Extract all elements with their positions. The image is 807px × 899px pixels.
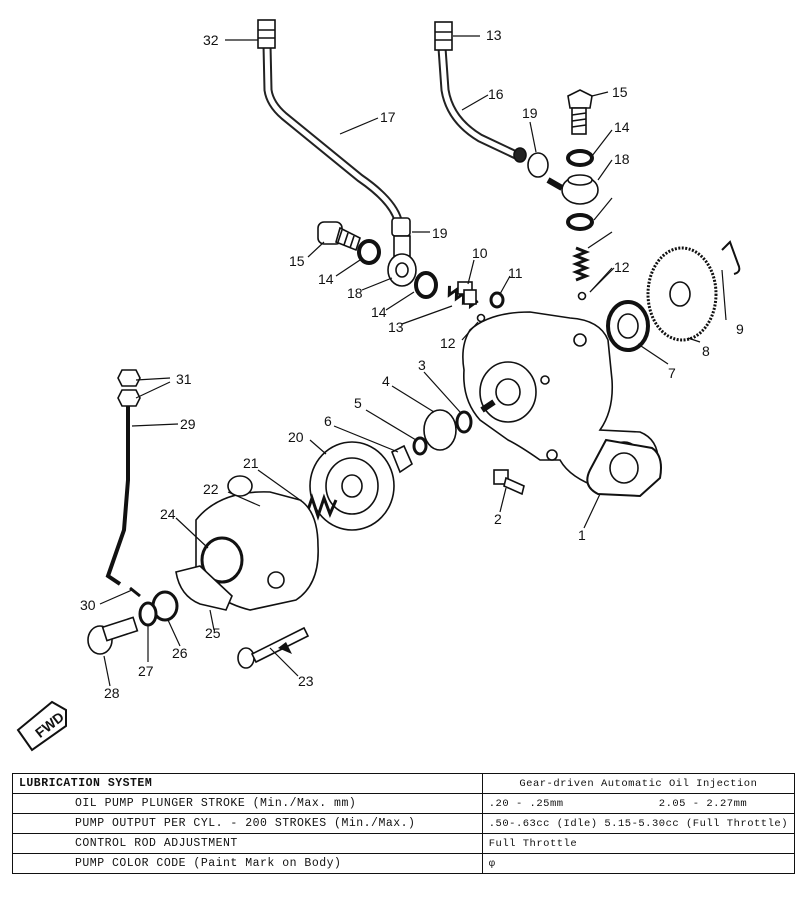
spec-value: Full Throttle xyxy=(481,833,796,854)
banjo-bolt-15-left xyxy=(317,221,361,252)
banjo-fitting-18-right xyxy=(546,174,599,205)
callout: 4 xyxy=(382,373,390,389)
control-rod-29 xyxy=(105,400,130,586)
callout: 21 xyxy=(243,455,259,471)
callout: 15 xyxy=(612,84,628,100)
callout: 14 xyxy=(318,271,334,287)
callout: 19 xyxy=(432,225,448,241)
callout: 10 xyxy=(472,245,488,261)
spec-value: .50-.63cc (Idle) 5.15-5.30cc (Full Throt… xyxy=(481,813,796,834)
banjo-fitting-18-left xyxy=(387,253,417,287)
oil-seal-7 xyxy=(606,300,650,352)
table-row: PUMP OUTPUT PER CYL. - 200 STROKES (Min.… xyxy=(12,813,796,834)
seal-24 xyxy=(200,536,244,584)
callout: 8 xyxy=(702,343,710,359)
clip-19-right xyxy=(527,152,549,178)
screw-23 xyxy=(237,626,310,669)
lubrication-spec-table: LUBRICATION SYSTEM Gear-driven Automatic… xyxy=(12,773,796,874)
washer-14-d xyxy=(566,213,594,231)
pin-9 xyxy=(721,240,741,275)
callout: 15 xyxy=(289,253,305,269)
exploded-parts-diagram: FWD 32 17 19 15 14 18 13 16 19 15 14 18 … xyxy=(16,19,744,752)
callout: 32 xyxy=(203,32,219,48)
adjust-pulley-20 xyxy=(309,441,395,531)
check-ball-12-right xyxy=(577,291,587,301)
spec-value: .20 - .25mm 2.05 - 2.27mm xyxy=(481,793,796,814)
callout: 31 xyxy=(176,371,192,387)
callout: 11 xyxy=(508,265,523,281)
callout: 18 xyxy=(614,151,630,167)
pulley-6 xyxy=(390,444,414,474)
plate-25 xyxy=(175,565,233,611)
bleed-bolt-10 xyxy=(457,281,477,305)
callout: 13 xyxy=(486,27,502,43)
union-nut-32-left xyxy=(257,19,276,49)
callout: 30 xyxy=(80,597,96,613)
check-spring-13-right xyxy=(571,246,591,282)
spec-label: OIL PUMP PLUNGER STROKE (Min./Max. mm) xyxy=(12,793,483,814)
callout: 14 xyxy=(371,304,387,320)
table-row: PUMP COLOR CODE (Paint Mark on Body) φ xyxy=(12,853,796,874)
callout: 5 xyxy=(354,395,362,411)
callout: 16 xyxy=(488,86,504,102)
callout: 25 xyxy=(205,625,221,641)
callout: 18 xyxy=(347,285,363,301)
callout: 24 xyxy=(160,506,176,522)
callout: 22 xyxy=(203,481,219,497)
spec-value: φ xyxy=(481,853,796,874)
callout: 9 xyxy=(736,321,744,337)
clip-19-left xyxy=(391,217,411,237)
callout: 29 xyxy=(180,416,196,432)
table-header-value: Gear-driven Automatic Oil Injection xyxy=(481,773,796,794)
callout: 6 xyxy=(324,413,332,429)
callout: 23 xyxy=(298,673,314,689)
washer-5 xyxy=(412,436,428,456)
callout: 17 xyxy=(380,109,396,125)
callout: 19 xyxy=(522,105,538,121)
callout: 2 xyxy=(494,511,502,527)
table-row: CONTROL ROD ADJUSTMENT Full Throttle xyxy=(12,833,796,854)
washer-14-b xyxy=(414,271,438,299)
pin-30 xyxy=(129,586,141,598)
bolt-28 xyxy=(87,616,139,655)
callout: 12 xyxy=(614,259,630,275)
washer-14-c xyxy=(566,149,594,167)
callout: 14 xyxy=(614,119,630,135)
callout: 12 xyxy=(440,335,456,351)
spec-label: PUMP OUTPUT PER CYL. - 200 STROKES (Min.… xyxy=(12,813,483,834)
table-header-row: LUBRICATION SYSTEM Gear-driven Automatic… xyxy=(12,773,796,794)
callout: 7 xyxy=(668,365,676,381)
spec-label: CONTROL ROD ADJUSTMENT xyxy=(12,833,483,854)
pump-drive-gear-8 xyxy=(646,246,718,342)
table-row: OIL PUMP PLUNGER STROKE (Min./Max. mm) .… xyxy=(12,793,796,814)
callout: 28 xyxy=(104,685,120,701)
locknut-31 xyxy=(117,369,141,407)
union-nut-32-right xyxy=(434,21,453,51)
fwd-arrow xyxy=(16,700,67,752)
washer-11 xyxy=(489,291,505,309)
washer-27 xyxy=(138,601,158,627)
callout: 3 xyxy=(418,357,426,373)
table-header-label: LUBRICATION SYSTEM xyxy=(12,773,483,794)
banjo-bolt-15-right xyxy=(567,89,593,135)
callout: 1 xyxy=(578,527,586,543)
spec-label: PUMP COLOR CODE (Paint Mark on Body) xyxy=(12,853,483,874)
bolt-2 xyxy=(493,469,525,496)
washer-3 xyxy=(455,410,473,434)
washer-14-a xyxy=(357,239,381,265)
callout: 13 xyxy=(388,319,404,335)
plate-4 xyxy=(423,409,457,451)
callout: 20 xyxy=(288,429,304,445)
callout: 27 xyxy=(138,663,154,679)
callout: 26 xyxy=(172,645,188,661)
